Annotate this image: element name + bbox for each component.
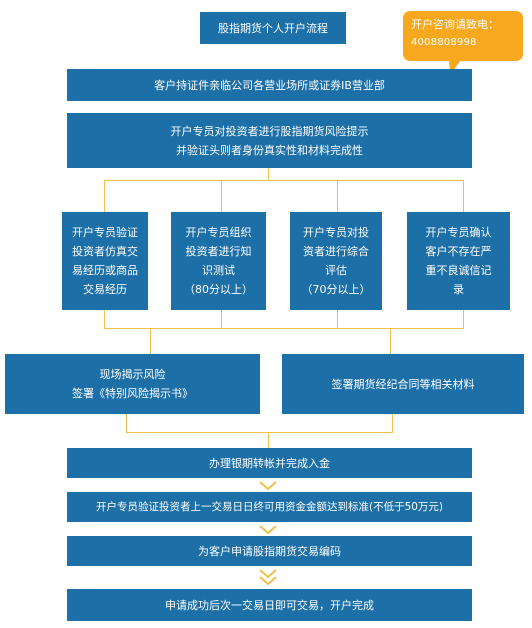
box-sign-contract: 签署期货经纪合同等相关材料 [282, 354, 524, 414]
box-risk-disclosure-text: 现场揭示风险 签署《特别风险揭示书》 [72, 368, 193, 400]
connector-line [104, 328, 464, 329]
connector-line [390, 328, 391, 354]
box-risk-disclosure: 现场揭示风险 签署《特别风险揭示书》 [5, 354, 260, 414]
box-knowledge-test-text: 开户专员组织 投资者进行知 识测试 （80分以上） [184, 226, 253, 296]
connector-line [104, 180, 464, 181]
box-credit-check-text: 开户专员确认 客户不存在严 重不良诚信记 录 [425, 226, 492, 296]
connector-line [463, 310, 464, 328]
step-account-complete: 申请成功后次一交易日即可交易，开户完成 [67, 589, 472, 621]
connector-line [337, 180, 338, 212]
step-account-complete-text: 申请成功后次一交易日即可交易，开户完成 [165, 598, 374, 612]
hotline-callout: 开户咨询请致电： 4008808998 [403, 11, 523, 61]
connector-line [104, 310, 105, 328]
box-trading-experience: 开户专员验证 投资者仿真交 易经历或商品 交易经历 [62, 212, 148, 310]
connector-line [126, 414, 127, 432]
title-box: 股指期货个人开户流程 [200, 12, 346, 44]
step-risk-notice: 开户专员对投资者进行股指期货风险提示 并验证头则者身份真实性和材料完成性 [67, 113, 472, 168]
connector-line [392, 414, 393, 432]
step-risk-notice-text: 开户专员对投资者进行股指期货风险提示 并验证头则者身份真实性和材料完成性 [170, 124, 369, 157]
connector-line [463, 180, 464, 212]
box-knowledge-test: 开户专员组织 投资者进行知 识测试 （80分以上） [171, 212, 266, 310]
hotline-label: 开户咨询请致电： [411, 18, 499, 31]
flow-arrow-icon [259, 481, 277, 491]
flow-arrow-icon [259, 569, 277, 586]
step-bank-transfer-text: 办理银期转帐并完成入金 [209, 456, 330, 470]
box-comprehensive-assessment-text: 开户专员对投 资者进行综合 评估 （70分以上） [301, 226, 371, 296]
connector-line [126, 432, 393, 433]
step-apply-trading-code: 为客户申请股指期货交易编码 [67, 536, 472, 566]
connector-line [150, 328, 151, 354]
connector-line [221, 310, 222, 328]
box-credit-check: 开户专员确认 客户不存在严 重不良诚信记 录 [407, 212, 510, 310]
step-visit-office: 客户持证件亲临公司各营业场所或证券IB营业部 [67, 69, 472, 101]
hotline-number: 4008808998 [411, 37, 477, 48]
step-apply-trading-code-text: 为客户申请股指期货交易编码 [198, 544, 341, 558]
connector-line [221, 180, 222, 212]
step-verify-funds: 开户专员验证投资者上一交易日日终可用资金金额达到标准(不低于50万元) [67, 492, 472, 522]
title-text: 股指期货个人开户流程 [218, 21, 328, 35]
box-comprehensive-assessment: 开户专员对投 资者进行综合 评估 （70分以上） [290, 212, 382, 310]
connector-line [104, 180, 105, 212]
connector-line [268, 432, 269, 448]
box-trading-experience-text: 开户专员验证 投资者仿真交 易经历或商品 交易经历 [72, 226, 138, 296]
step-bank-transfer: 办理银期转帐并完成入金 [67, 448, 472, 478]
connector-line [337, 310, 338, 328]
step-verify-funds-text: 开户专员验证投资者上一交易日日终可用资金金额达到标准(不低于50万元) [95, 500, 444, 513]
box-sign-contract-text: 签署期货经纪合同等相关材料 [331, 377, 475, 391]
flow-arrow-icon [259, 525, 277, 535]
connector-line [268, 168, 269, 180]
step-visit-office-text: 客户持证件亲临公司各营业场所或证券IB营业部 [154, 78, 385, 92]
